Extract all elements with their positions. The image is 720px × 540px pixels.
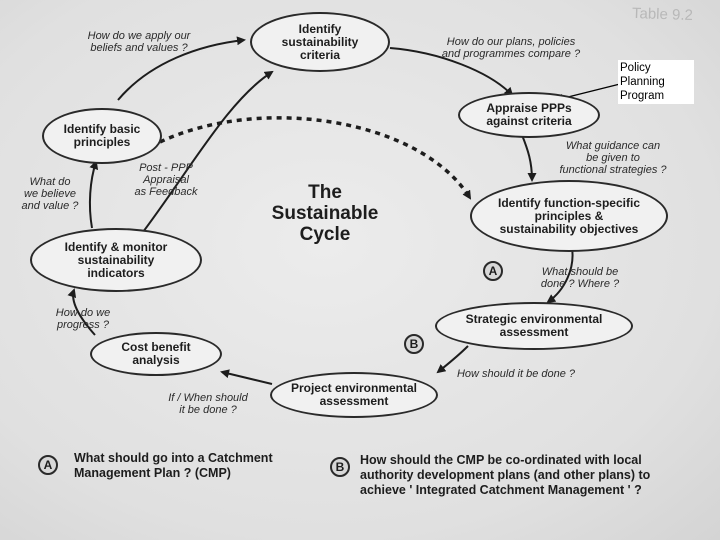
node-strategic-ea-label: Strategic environmental assessment xyxy=(465,312,603,339)
node-appraise-ppps-label: Appraise PPPs against criteria xyxy=(486,101,572,128)
node-monitor-indicators: Identify & monitor sustainability indica… xyxy=(30,228,202,292)
question-how-done: How should it be done ? xyxy=(456,368,576,380)
ppp-definition-box: Policy Planning Program xyxy=(618,60,694,104)
legend-marker-b: B xyxy=(330,457,350,477)
question-when-done: If / When should it be done ? xyxy=(168,392,248,416)
node-cost-benefit: Cost benefit analysis xyxy=(90,332,222,376)
legend-note-a: What should go into a Catchment Manageme… xyxy=(74,451,273,480)
question-post-ppp: Post - PPP Appraisal as Feedback xyxy=(134,162,198,198)
arrow-project-to-costbenefit xyxy=(220,369,273,385)
question-what-done: What should be done ? Where ? xyxy=(540,266,620,290)
arrow-appraise-to-function xyxy=(521,134,537,182)
arrow-monitor-to-principles xyxy=(88,160,99,229)
question-believe-value: What do we believe and value ? xyxy=(21,176,79,212)
marker-b: B xyxy=(404,334,424,354)
diagram-title: The Sustainable Cycle xyxy=(271,182,379,245)
node-monitor-indicators-label: Identify & monitor sustainability indica… xyxy=(64,239,168,280)
node-identify-criteria: Identify sustainability criteria xyxy=(250,12,390,72)
ppp-definition-program: Program xyxy=(620,90,665,102)
question-progress: How do we progress ? xyxy=(55,307,111,331)
arrow-principles-to-criteria xyxy=(117,36,246,101)
node-cost-benefit-label: Cost benefit analysis xyxy=(121,340,191,367)
node-function-specific: Identify function-specific principles & … xyxy=(470,180,668,252)
node-basic-principles: Identify basic principles xyxy=(42,108,162,164)
ppp-definition-policy: Policy xyxy=(620,62,651,74)
question-apply-beliefs: How do we apply our beliefs and values ? xyxy=(87,30,191,54)
legend-note-b: How should the CMP be co-ordinated with … xyxy=(360,453,651,497)
ppp-definition-planning: Planning xyxy=(620,76,665,88)
node-identify-criteria-label: Identify sustainability criteria xyxy=(281,21,359,62)
node-strategic-ea: Strategic environmental assessment xyxy=(435,302,633,350)
arrow-strategic-to-project xyxy=(436,345,469,374)
arrow-function-to-strategic xyxy=(546,247,574,304)
arrow-costbenefit-to-monitor xyxy=(67,288,96,336)
arrow-monitor-feedback-to-criteria xyxy=(139,70,274,237)
node-function-specific-label: Identify function-specific principles & … xyxy=(497,195,640,236)
node-project-ea-label: Project environmental assessment xyxy=(290,381,418,408)
question-guidance: What guidance can be given to functional… xyxy=(559,140,667,176)
node-basic-principles-label: Identify basic principles xyxy=(63,122,141,149)
node-project-ea: Project environmental assessment xyxy=(270,372,438,418)
node-appraise-ppps: Appraise PPPs against criteria xyxy=(458,92,600,138)
marker-a: A xyxy=(483,261,503,281)
arrow-criteria-to-appraise xyxy=(389,47,514,97)
question-plans-compare: How do our plans, policies and programme… xyxy=(441,36,581,60)
legend-marker-a: A xyxy=(38,455,58,475)
